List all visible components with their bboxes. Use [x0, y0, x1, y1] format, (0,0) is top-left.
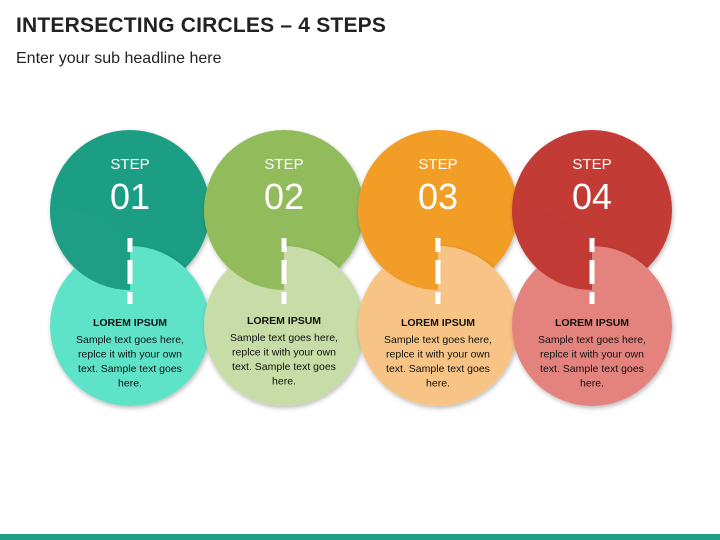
step-04-bottom-circle: [512, 246, 672, 406]
step-03-heading: LOREM IPSUM: [401, 317, 475, 329]
step-04-label: STEP: [572, 156, 611, 173]
step-03-overlap-fill: [358, 209, 438, 290]
step-04-text-line: replce it with your own: [540, 349, 644, 361]
step-01-divider-dash-1: [127, 238, 133, 252]
step-01-divider-dash-3: [127, 292, 133, 304]
step-03-text-line: Sample text goes here,: [384, 334, 492, 346]
step-01-number: 01: [110, 176, 150, 217]
step-02-label: STEP: [264, 156, 303, 173]
step-03-label: STEP: [418, 156, 457, 173]
step-03-text-line: here.: [426, 378, 450, 390]
step-03-divider-dash-2: [435, 260, 441, 284]
step-04-divider-dash-1: [589, 238, 595, 252]
step-03-divider-dash-3: [435, 292, 441, 304]
step-01-text-line: Sample text goes here,: [76, 334, 184, 346]
step-02-heading: LOREM IPSUM: [247, 315, 321, 327]
step-04-number: 04: [572, 176, 612, 217]
step-02-divider-dash-1: [281, 238, 287, 252]
step-02-text-line: text. Sample text goes: [232, 361, 336, 373]
step-02-text-line: replce it with your own: [232, 347, 336, 359]
step-04-text-line: text. Sample text goes: [540, 363, 644, 375]
step-01-text-line: replce it with your own: [78, 349, 182, 361]
step-02-divider-dash-3: [281, 292, 287, 304]
step-01-heading: LOREM IPSUM: [93, 317, 167, 329]
step-04-divider-dash-3: [589, 292, 595, 304]
step-02-number: 02: [264, 176, 304, 217]
step-04-text-line: Sample text goes here,: [538, 334, 646, 346]
step-02-bottom-circle: [204, 246, 364, 406]
step-04-heading: LOREM IPSUM: [555, 317, 629, 329]
step-01-bottom-circle: [50, 246, 210, 406]
step-04-divider-dash-2: [589, 260, 595, 284]
step-02-divider-dash-2: [281, 260, 287, 284]
page-title: INTERSECTING CIRCLES – 4 STEPS: [16, 14, 387, 37]
step-03-text-line: text. Sample text goes: [386, 363, 490, 375]
step-01-text-line: text. Sample text goes: [78, 363, 182, 375]
step-04-text-line: here.: [580, 378, 604, 390]
step-03-number: 03: [418, 176, 458, 217]
step-01-divider-dash-2: [127, 260, 133, 284]
step-03-text-line: replce it with your own: [386, 349, 490, 361]
step-02-overlap-fill: [204, 209, 284, 290]
page-subtitle: Enter your sub headline here: [16, 50, 222, 67]
step-01-label: STEP: [110, 156, 149, 173]
step-04-overlap-fill: [512, 209, 592, 290]
step-02-text-line: Sample text goes here,: [230, 332, 338, 344]
footer-bar: [0, 534, 720, 540]
step-01-overlap-fill: [50, 209, 130, 290]
step-01-text-line: here.: [118, 378, 142, 390]
step-03-bottom-circle: [358, 246, 518, 406]
step-02-text-line: here.: [272, 376, 296, 388]
step-03-divider-dash-1: [435, 238, 441, 252]
